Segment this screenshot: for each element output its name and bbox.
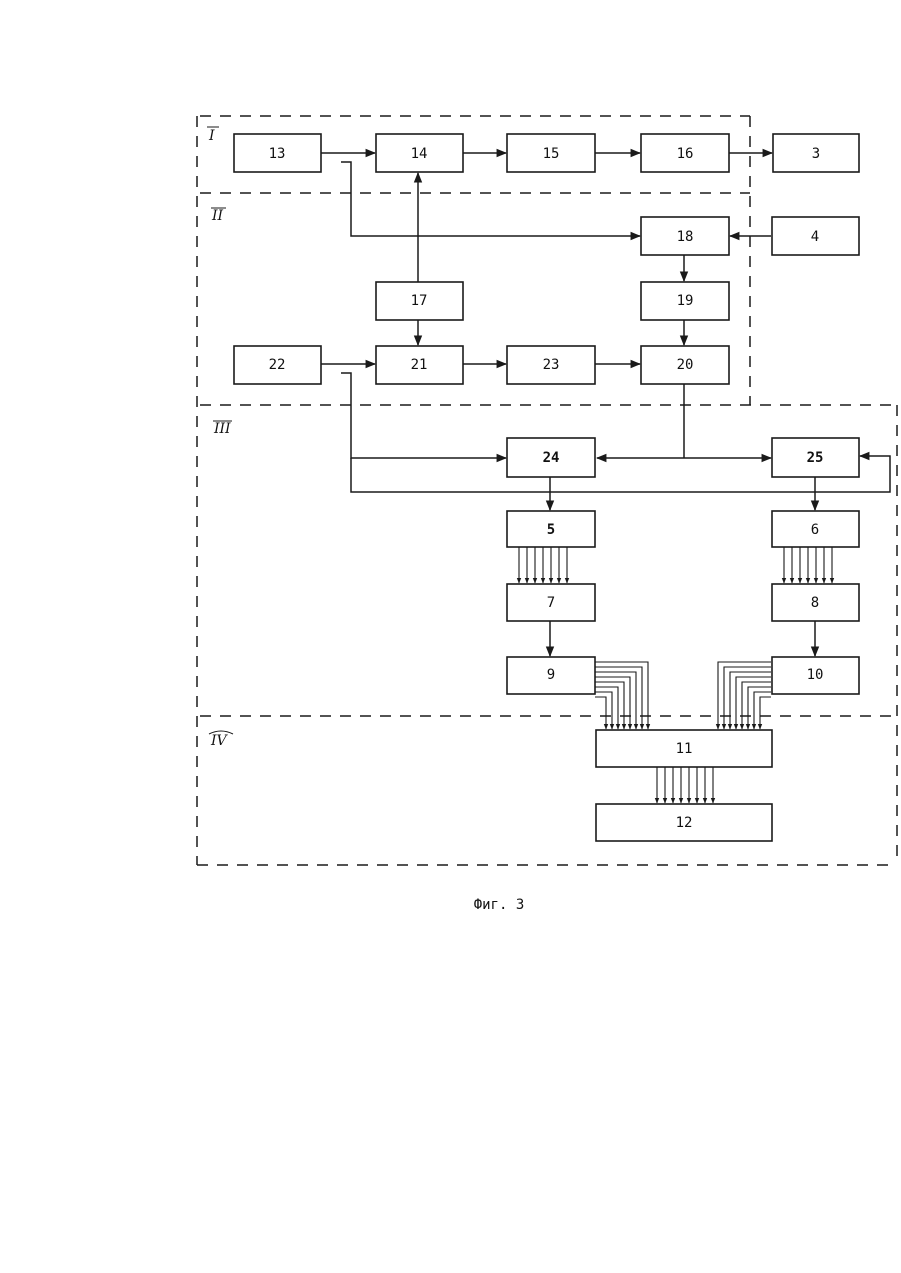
block-16-label: 16 [677,146,694,162]
block-14-label: 14 [411,146,428,162]
block-13: 13 [234,134,321,172]
block-3-label: 3 [812,146,820,162]
block-25-label: 25 [807,450,824,466]
block-18-label: 18 [677,229,694,245]
block-13-label: 13 [269,146,286,162]
block-24: 24 [507,438,595,477]
block-9: 9 [507,657,595,694]
block-7: 7 [507,584,595,621]
block-11: 11 [596,730,772,767]
block-25: 25 [772,438,859,477]
block-20: 20 [641,346,729,384]
block-15-label: 15 [543,146,560,162]
block-22-label: 22 [269,357,286,373]
block-6: 6 [772,511,859,547]
zone-label-iv: IV [210,733,229,749]
block-20-label: 20 [677,357,694,373]
block-19-label: 19 [677,293,694,309]
block-17-label: 17 [411,293,428,309]
block-8: 8 [772,584,859,621]
block-12: 12 [596,804,772,841]
block-9-label: 9 [547,667,555,683]
block-24-label: 24 [543,450,560,466]
block-7-label: 7 [547,595,555,611]
block-15: 15 [507,134,595,172]
block-5-label: 5 [547,522,555,538]
zone-label-ii: II [211,208,224,224]
block-8-label: 8 [811,595,819,611]
block-10: 10 [772,657,859,694]
block-22: 22 [234,346,321,384]
block-21-label: 21 [411,357,428,373]
block-4: 4 [772,217,859,255]
block-16: 16 [641,134,729,172]
block-23: 23 [507,346,595,384]
block-23-label: 23 [543,357,560,373]
block-3: 3 [773,134,859,172]
block-6-label: 6 [811,522,819,538]
block-17: 17 [376,282,463,320]
block-5: 5 [507,511,595,547]
zone-label-iii: III [213,421,231,437]
block-4-label: 4 [811,229,819,245]
block-21: 21 [376,346,463,384]
block-12-label: 12 [676,815,693,831]
block-19: 19 [641,282,729,320]
block-11-label: 11 [676,741,693,757]
block-18: 18 [641,217,729,255]
zone-label-i: I [208,128,215,144]
figure-caption: Фиг. 3 [474,897,525,913]
block-14: 14 [376,134,463,172]
block-10-label: 10 [807,667,824,683]
